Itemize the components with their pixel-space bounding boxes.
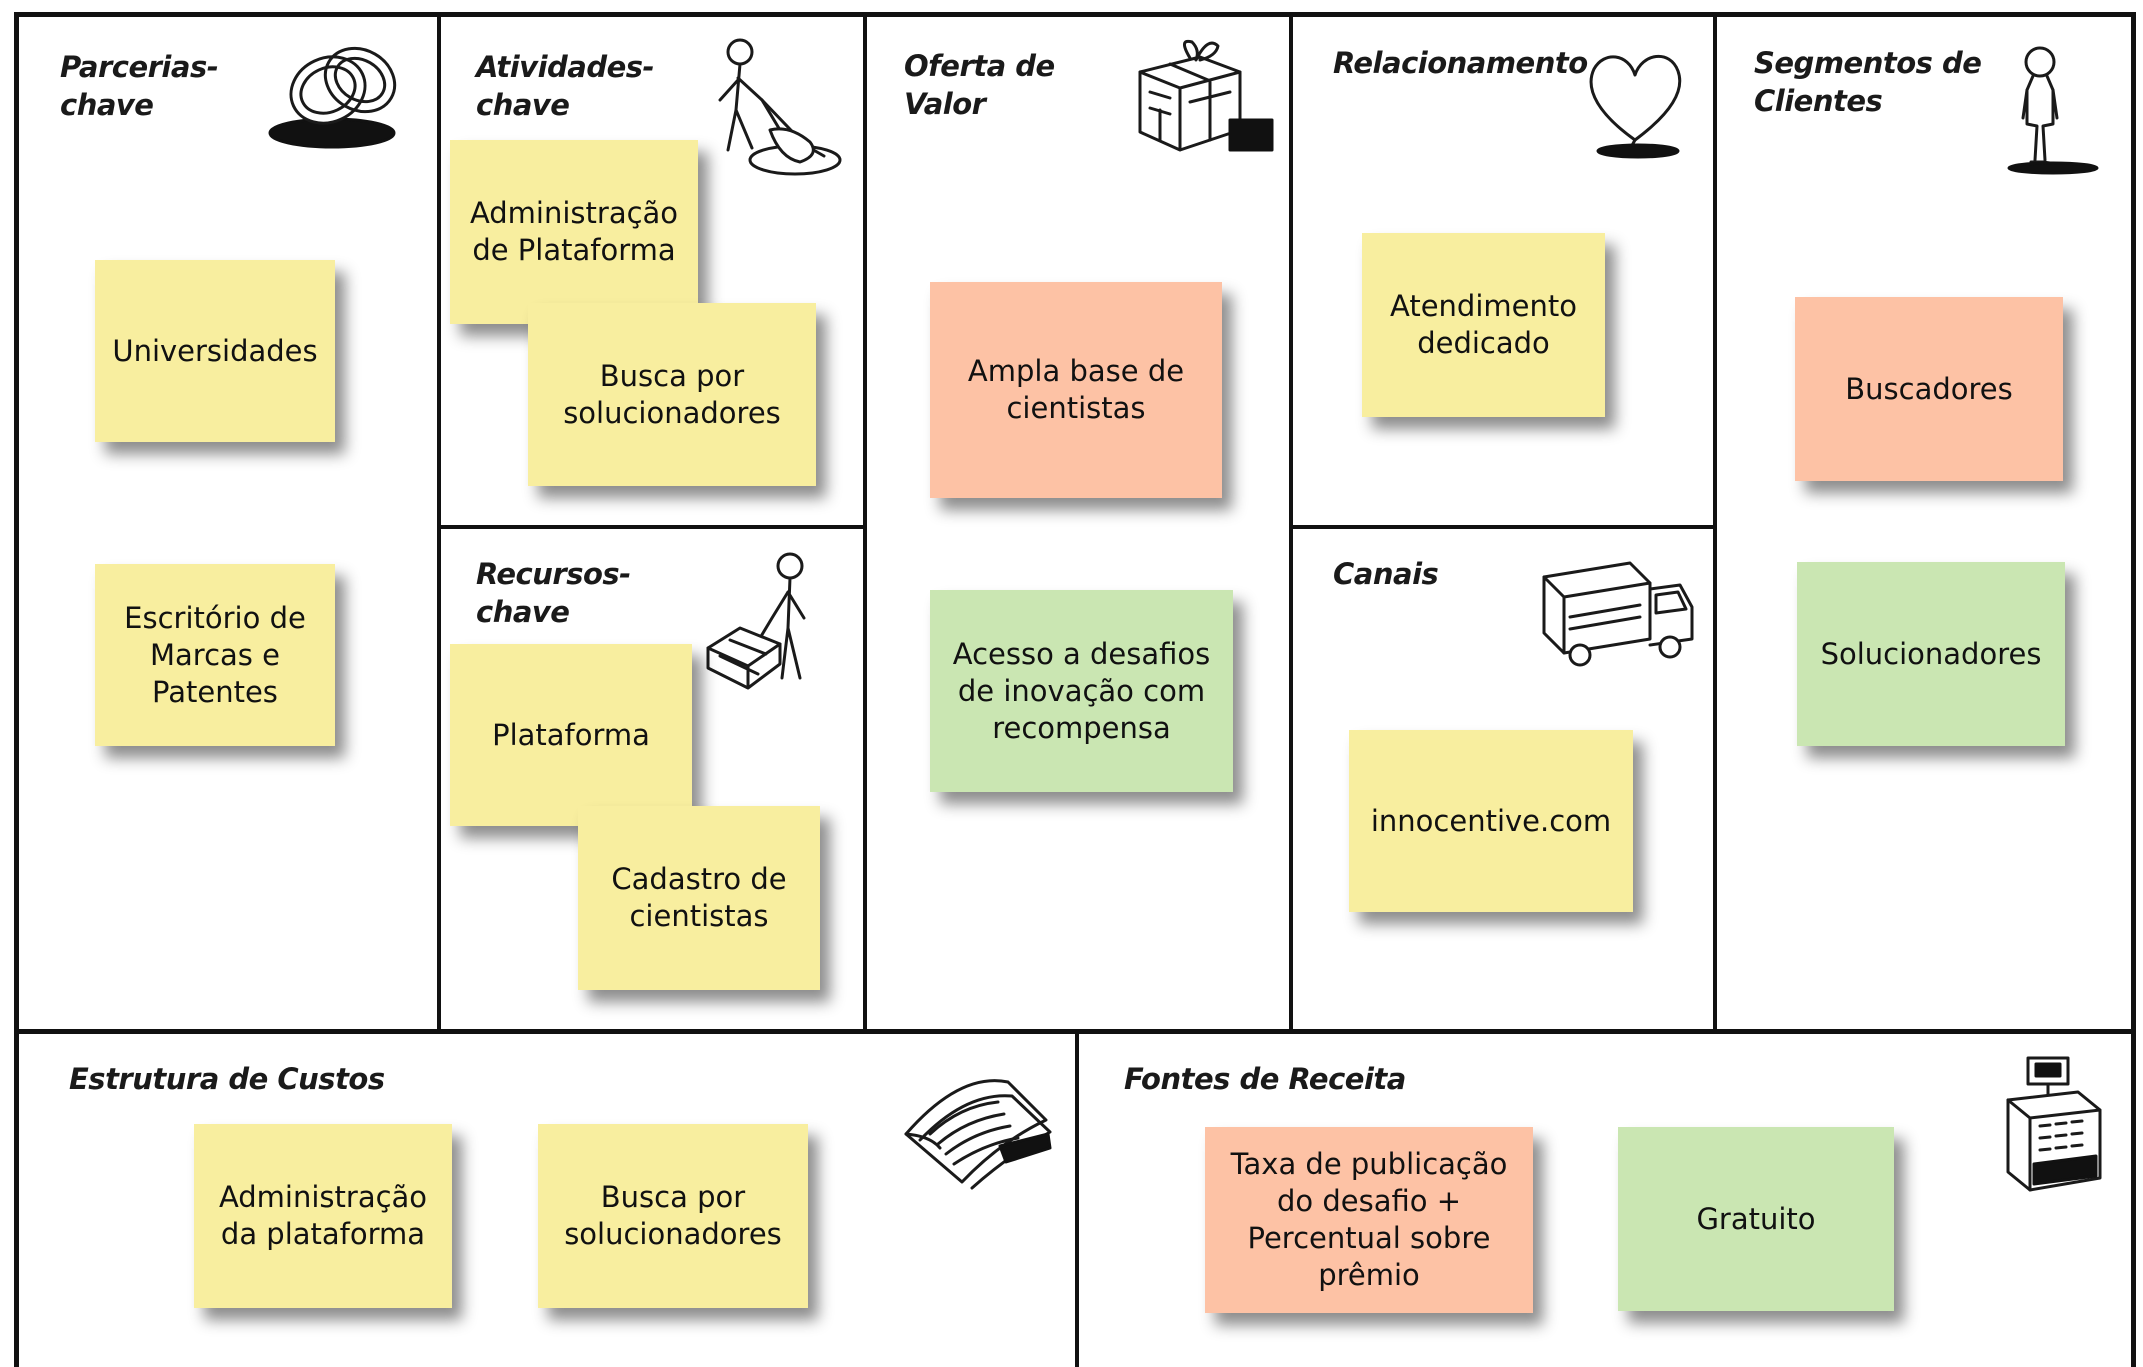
worker-machine-icon (700, 548, 845, 708)
note-administracao-de-plataforma: Administração de Plataforma (450, 140, 698, 324)
note-universidades: Universidades (95, 260, 335, 442)
divider-activities-resources (437, 525, 866, 529)
note-innocentive-com: innocentive.com (1349, 730, 1633, 912)
note-taxa-de-publicacao: Taxa de publicação do desafio + Percentu… (1205, 1127, 1533, 1313)
block-title-channels: Canais (1333, 557, 1439, 591)
rings-icon (262, 35, 412, 155)
canvas-border-top (14, 12, 2136, 17)
note-gratuito: Gratuito (1618, 1127, 1894, 1311)
truck-icon (1540, 555, 1695, 675)
note-buscadores: Buscadores (1795, 297, 2063, 481)
note-plataforma: Plataforma (450, 644, 692, 826)
block-title-key-resources: Recursos- chave (476, 557, 631, 629)
note-cadastro-de-cientistas: Cadastro de cientistas (578, 806, 820, 990)
divider-costs-revenue (1075, 1029, 1079, 1367)
note-ampla-base-de-cientistas: Ampla base de cientistas (930, 282, 1222, 498)
note-busca-por-solucionadores-activities: Busca por solucionadores (528, 303, 816, 486)
divider-relationship-segments (1713, 12, 1717, 1032)
divider-partners-activities (437, 12, 441, 1032)
divider-relationship-channels (1289, 525, 1717, 529)
person-icon (1995, 42, 2105, 177)
note-busca-por-solucionadores-costs: Busca por solucionadores (538, 1124, 808, 1308)
block-title-key-partners: Parcerias- chave (60, 50, 219, 122)
note-atendimento-dedicado: Atendimento dedicado (1362, 233, 1605, 417)
heart-icon (1580, 45, 1690, 160)
note-solucionadores: Solucionadores (1797, 562, 2065, 746)
block-title-relationships: Relacionamento (1333, 46, 1588, 80)
block-title-key-activities: Atividades- chave (476, 50, 655, 122)
divider-value-relationship (1289, 12, 1293, 1032)
block-title-value-proposition: Oferta de Valor (904, 49, 1055, 121)
canvas-border-right (2131, 12, 2136, 1367)
block-title-customer-segments: Segmentos de Clientes (1754, 46, 1982, 118)
divider-activities-value (863, 12, 867, 1032)
worker-sweeping-icon (700, 30, 845, 180)
note-escritorio-marcas-patentes: Escritório de Marcas e Patentes (95, 564, 335, 746)
note-administracao-da-plataforma: Administração da plataforma (194, 1124, 452, 1308)
gift-icon (1130, 32, 1275, 162)
block-title-revenue-streams: Fontes de Receita (1124, 1062, 1406, 1096)
cash-register-icon (2000, 1052, 2110, 1202)
canvas-border-left (14, 12, 19, 1367)
note-acesso-a-desafios: Acesso a desafios de inovação com recomp… (930, 590, 1233, 792)
papers-icon (900, 1062, 1055, 1192)
block-title-cost-structure: Estrutura de Custos (69, 1062, 385, 1096)
